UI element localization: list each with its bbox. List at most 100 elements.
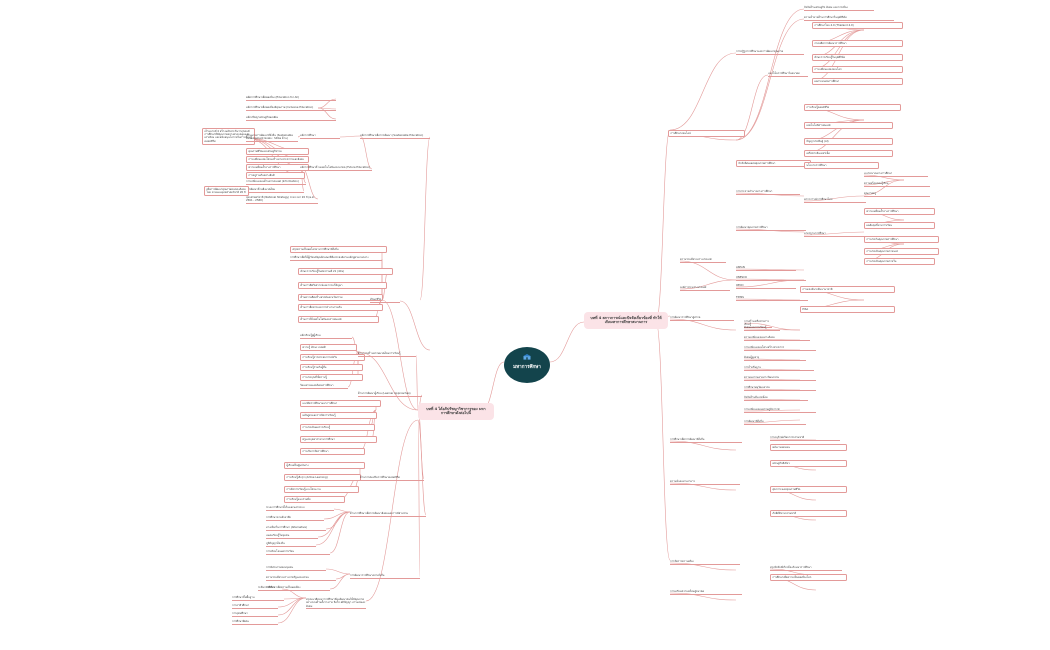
right-node[interactable]: การสร้างเครือข่ายการเรียนรู้ [744, 320, 772, 328]
left-node[interactable]: การมีส่วนร่วมของชุมชน [266, 566, 326, 571]
left-node[interactable]: ด้านความคิดสร้างสรรค์และนวัตกรรม [298, 294, 383, 301]
left-node[interactable]: ด้านการสื่อสารและการทำงานร่วมกัน [298, 304, 383, 311]
right-node[interactable]: สุขภาวะและคุณภาพชีวิต [770, 486, 847, 493]
left-node[interactable]: หลักการศึกษา [300, 134, 340, 139]
right-node[interactable]: เศรษฐกิจสีเขียว [770, 460, 847, 467]
right-node[interactable]: การกระจายอำนาจทางการศึกษา [736, 190, 800, 195]
left-node[interactable]: การเรียนรู้เชิงรุก (Active Learning) [284, 474, 361, 481]
left-node[interactable]: เป้าหมายที่ 4 สร้างหลักประกันว่าทุกคนมีก… [202, 128, 255, 145]
right-node[interactable]: การอนุรักษ์ทรัพยากรธรรมชาติ [770, 436, 840, 441]
left-node[interactable]: การประยุกต์ใช้ความรู้ [300, 374, 363, 381]
root-topic[interactable]: มหาการศึกษา [504, 347, 550, 383]
right-node[interactable]: ปัจจัยที่ส่งผลต่อคุณภาพการศึกษา [736, 160, 811, 167]
left-node[interactable]: การพัฒนาการศึกษาอย่างยั่งยืน [350, 574, 420, 579]
left-node[interactable]: การประเมินผลการเรียนรู้ [300, 424, 375, 431]
right-node[interactable]: ความพร้อมของผู้เรียน [864, 182, 930, 187]
right-node[interactable]: การพัฒนาการศึกษาสู่สากล [670, 316, 734, 321]
right-node[interactable]: พลังงานทดแทน [770, 444, 847, 451]
right-node[interactable]: การแข่งขันระดับนานาชาติ [800, 286, 895, 293]
right-node[interactable]: การเตรียมความพร้อมสู่อนาคต [670, 590, 742, 595]
right-node[interactable]: การศึกษาออนไลน์ [668, 130, 745, 137]
left-node[interactable]: การศึกษาขั้นพื้นฐาน [232, 596, 284, 601]
left-node[interactable]: หลักการศึกษาเพื่อพลเมืองมีคุณภาพ (Inclus… [246, 106, 336, 111]
left-node[interactable]: การศึกษาตามอัธยาศัย [266, 516, 324, 521]
right-node[interactable]: ความมั่นคงทางอาหาร [670, 480, 740, 485]
right-node[interactable]: การประกันคุณภาพการศึกษา [864, 236, 939, 243]
left-node[interactable]: การเปลี่ยนแปลงโครงสร้างทางประชากรและสังค… [246, 156, 309, 163]
left-node[interactable]: การศึกษาเพื่อความเป็นพลเมือง [266, 586, 330, 591]
right-node[interactable]: การจัดการความเสี่ยง [670, 560, 740, 565]
right-node[interactable]: สภาวการณ์การศึกษาไทย [804, 198, 866, 203]
right-node[interactable]: การศึกษาไทย 4.0 (Thailand 4.0) [812, 22, 903, 29]
left-node[interactable]: การอาชีวศึกษา [232, 604, 278, 609]
left-node[interactable]: ด้านการสร้างสภาพแวดล้อมการเรียนรู้ [358, 352, 416, 357]
left-node[interactable]: การเปลี่ยนแปลงด้านสารสนเทศ (Information) [246, 180, 306, 185]
right-node[interactable]: ปัญญาประดิษฐ์ (AI) [804, 138, 893, 145]
right-node[interactable]: การเปลี่ยนแปลงโครงสร้างประชากร [744, 346, 816, 351]
left-node[interactable]: คุณภาพชีวิตและเศรษฐกิจร่วม [246, 148, 309, 155]
right-node[interactable]: กรอบคิดการพัฒนาการศึกษา [812, 40, 903, 47]
right-node[interactable]: การศึกษาเพื่อการพัฒนาที่ยั่งยืน [670, 438, 742, 443]
left-node[interactable]: ครูและบุคลากรทางการศึกษา [300, 436, 377, 443]
left-node[interactable]: ด้านการส่งเสริมการศึกษาตลอดชีวิต [360, 476, 424, 481]
left-node[interactable]: การบริหารจัดการศึกษา [300, 448, 365, 455]
left-node[interactable]: การเรียนรู้ร่วมกับผู้อื่น [300, 364, 363, 371]
left-node[interactable]: แนวคิดการศึกษามหาการศึกษา [300, 400, 381, 407]
right-main-topic[interactable]: บทที่ 4 สภาวการณ์และปัจจัยเกี่ยวข้องที่ … [584, 312, 668, 329]
right-node[interactable]: ภัยพิบัติทางธรรมชาติ [770, 510, 847, 517]
left-node[interactable]: เพื่อการพัฒนาคุณภาพคนของสังคมไทย ตามแผนย… [204, 186, 249, 197]
left-node[interactable]: การศึกษาพิเศษ [232, 620, 278, 625]
left-node[interactable]: หลักการศึกษาด้านเทคโนโลยีและอนาคต (Futur… [300, 166, 372, 171]
right-node[interactable]: แนวโน้มการศึกษาในอนาคต [768, 72, 808, 77]
right-node[interactable]: ASEAN [736, 266, 796, 271]
right-node[interactable]: การเรียนรู้ตลอดชีวิต [804, 104, 901, 111]
left-main-topic[interactable]: บทที่ 4 ได้อภิปรัชญาวิชาการของ มหาการศึก… [418, 403, 494, 420]
left-node[interactable]: การพัฒนาด้านสิ่งแวดล้อม [246, 188, 304, 193]
left-node[interactable]: พลัดการศึกษาเพื่อพลเมือง (Education for … [246, 96, 336, 101]
right-node[interactable]: เทคโนโลยีสารสนเทศ [804, 122, 893, 129]
right-node[interactable]: ความท้าทายด้านการศึกษาในยุคดิจิทัล [804, 16, 894, 21]
left-node[interactable]: ความร่วมมือระหว่างภาครัฐและเอกชน [266, 576, 336, 581]
right-node[interactable]: การย้ายถิ่นฐาน [744, 366, 814, 371]
right-node[interactable]: PISA [800, 306, 895, 313]
right-node[interactable]: การเปลี่ยนแปลงสภาพภูมิอากาศ [744, 408, 816, 413]
right-node[interactable]: ความเปลี่ยนแปลงทางสังคม [744, 336, 810, 341]
left-node[interactable]: ทักษะชีวิต [370, 298, 400, 303]
left-node[interactable]: การศึกษาเพื่อให้ผู้เรียนมีคุณลักษณะที่พึ… [290, 256, 382, 261]
left-node[interactable]: การเทียบโอนผลการเรียน [266, 550, 330, 555]
right-node[interactable]: สังคมผู้สูงอายุ [744, 356, 806, 361]
right-node[interactable]: การศึกษาเพื่อความเป็นพลเมืองโลก [770, 574, 847, 581]
left-node[interactable]: ทักษะการเรียนรู้ในศตวรรษที่ 21 (4Cs) [298, 268, 393, 275]
left-node[interactable]: การอุดมศึกษา [232, 612, 278, 617]
left-node[interactable]: ภูมิปัญญาท้องถิ่น [266, 542, 316, 547]
right-node[interactable]: สรุปปัจจัยที่เกี่ยวข้องกับมหาการศึกษา [770, 566, 842, 571]
right-node[interactable]: นโยบายการศึกษา [804, 162, 879, 169]
right-node[interactable]: ปัจจัยด้านสิ่งแวดล้อม [744, 396, 808, 401]
left-node[interactable]: หลักการศึกษาเพื่อการพัฒนา (Sustainable E… [360, 134, 430, 139]
right-node[interactable]: การประเมินคุณภาพภายใน [864, 258, 935, 265]
left-node[interactable]: ด้านการใช้เทคโนโลยีและสารสนเทศ [298, 316, 379, 323]
right-node[interactable]: ความเหลื่อมล้ำทางการศึกษา [864, 208, 935, 215]
right-node[interactable]: คุณภาพครู [864, 192, 930, 197]
left-node[interactable]: การเรียนรู้แบบร่วมมือ [284, 496, 345, 503]
left-node[interactable]: ความเหลื่อมล้ำทางการศึกษา [246, 164, 309, 171]
right-node[interactable]: ปัจจัยด้านเศรษฐกิจ สังคม และการเมือง [804, 6, 874, 11]
right-node[interactable]: ความหลากหลายทางวัฒนธรรม [744, 376, 816, 381]
right-node[interactable]: ผลกระทบต่อการศึกษา [812, 78, 903, 85]
left-node[interactable]: การจัดการเรียนรู้แบบโครงงาน [284, 486, 359, 493]
left-node[interactable]: ยุทธศาสตร์ชาติ (National Strategy) ระยะเ… [246, 196, 318, 204]
left-node[interactable]: สรุปความเป็นพลโลกทางการศึกษาที่ยั่งยืน [290, 246, 387, 253]
right-node[interactable]: การเปลี่ยนแปลงของโลก [812, 66, 903, 73]
left-node[interactable]: เป้าหมายการพัฒนาที่ยั่งยืน (Sustainable … [246, 134, 298, 142]
left-node[interactable]: หลักสูตรและการจัดการเรียนรู้ [300, 412, 377, 419]
right-node[interactable]: เครือข่ายอินเทอร์เน็ต [804, 150, 893, 157]
right-node[interactable]: การพัฒนาที่ยั่งยืน [744, 420, 806, 425]
left-node[interactable]: ระดับการศึกษา [258, 586, 282, 591]
left-node[interactable]: ด้านการศึกษาเพื่อการพัฒนาสังคมและการมีส่… [350, 512, 426, 517]
left-node[interactable]: ผู้เรียนเป็นศูนย์กลาง [284, 462, 365, 469]
right-node[interactable]: TIMSS [736, 296, 808, 301]
left-node[interactable]: วัฒนธรรมและสังคมการศึกษา [300, 384, 348, 389]
right-node[interactable]: สังคมแห่งการเรียนรู้ [744, 326, 780, 331]
left-node[interactable]: ด้านการพัฒนาผู้เรียน (Learner Approaches… [358, 392, 422, 397]
left-node[interactable]: ระบบการศึกษาทั้งในและนอกระบบ [266, 506, 334, 511]
